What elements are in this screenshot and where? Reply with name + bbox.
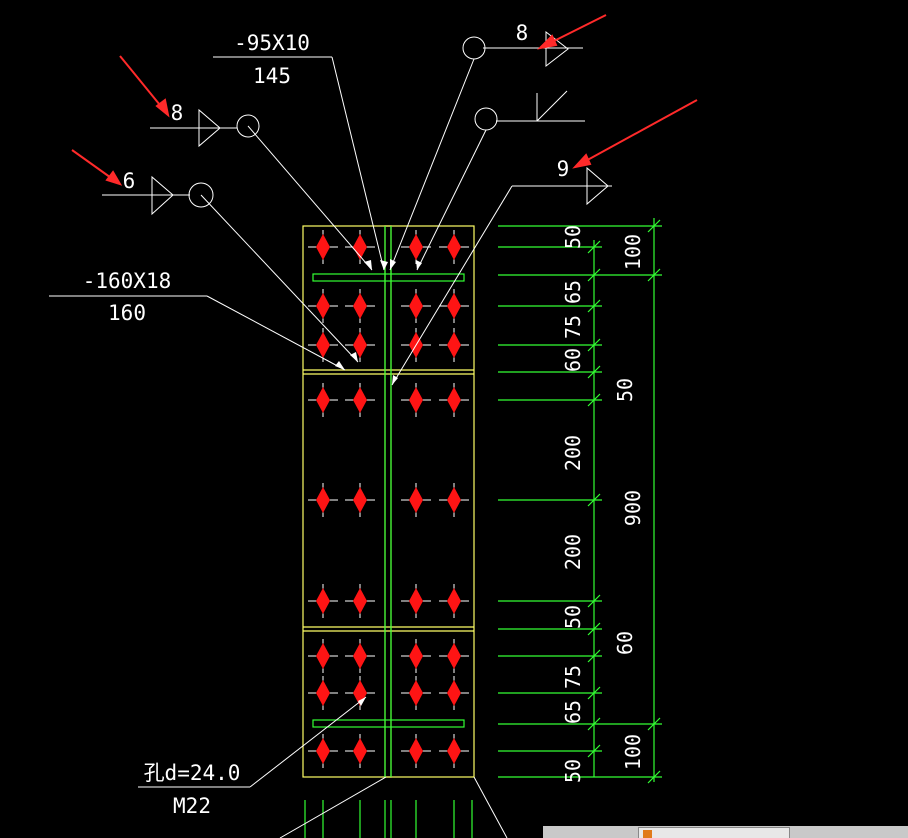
bolt-icon (447, 588, 461, 614)
bolt-hole-diameter: 孔d=24.0 (144, 761, 241, 785)
plate-160-length: 160 (108, 301, 146, 325)
bolt-icon (447, 332, 461, 358)
bolt-icon (447, 487, 461, 513)
bolt-icon (353, 293, 367, 319)
taskbar-strip (543, 826, 908, 838)
dim-inner-3: 60 (561, 348, 585, 372)
bolt-icon (353, 643, 367, 669)
bolt-icon (409, 738, 423, 764)
dimension-text-inner: 50 65 75 60 200 200 50 75 65 50 (561, 225, 585, 783)
bolt-icon (316, 680, 330, 706)
dim-middle-0: 100 (621, 234, 645, 270)
bolt-icon (447, 293, 461, 319)
bolt-icon (316, 643, 330, 669)
leader-arrowheads (335, 259, 422, 706)
bolt-icon (409, 234, 423, 260)
bolt-icon (316, 738, 330, 764)
leader-lines (49, 36, 612, 838)
dim-inner-0: 50 (561, 225, 585, 249)
bolt-icon (353, 738, 367, 764)
bolt-icon (316, 487, 330, 513)
dimension-text-middle: 100 50 900 60 100 (613, 234, 645, 770)
plate-160-spec: -160X18 (83, 269, 172, 293)
dim-inner-1: 65 (561, 280, 585, 304)
bolt-icon (447, 738, 461, 764)
bolt-icon (447, 680, 461, 706)
bolt-icon (316, 234, 330, 260)
bolt-icon (316, 293, 330, 319)
dim-inner-9: 50 (561, 759, 585, 783)
plate-95-length: 145 (253, 64, 291, 88)
dim-inner-2: 75 (561, 315, 585, 339)
weld-symbol-icon (151, 30, 609, 216)
bolt-icon (353, 234, 367, 260)
bolt-icon (353, 332, 367, 358)
bolt-size: M22 (173, 794, 211, 818)
taskbar-tab[interactable] (638, 827, 790, 838)
weld-size-right: 9 (557, 157, 570, 181)
bolt-icon (353, 387, 367, 413)
dim-inner-5: 200 (561, 534, 585, 570)
bolt-icon (447, 387, 461, 413)
dim-middle-3: 60 (613, 631, 637, 655)
bolt-icon (409, 643, 423, 669)
dim-inner-7: 75 (561, 665, 585, 689)
bolt-centerlines (308, 230, 469, 768)
bolt-icon (409, 588, 423, 614)
weld-size-left-upper: 8 (171, 101, 184, 125)
app-icon (643, 830, 652, 838)
web-plate (312, 226, 465, 777)
dim-inner-8: 65 (561, 700, 585, 724)
red-arrow-icon (71, 14, 698, 186)
dim-inner-4: 200 (561, 435, 585, 471)
dim-middle-4: 100 (621, 734, 645, 770)
weld-size-top: 8 (516, 21, 529, 45)
plate-95-spec: -95X10 (234, 31, 310, 55)
bolt-icon (409, 293, 423, 319)
dim-middle-1: 50 (613, 378, 637, 402)
dim-inner-6: 50 (561, 605, 585, 629)
annotation-labels: -95X10 145 8 8 6 9 -160X18 160 孔d=24.0 M… (83, 21, 570, 818)
bolt-icon (353, 588, 367, 614)
dim-middle-2: 900 (621, 490, 645, 526)
bolt-icon (447, 234, 461, 260)
dimension-lines (304, 218, 662, 838)
bolt-icon (409, 487, 423, 513)
weld-size-left-lower: 6 (123, 169, 136, 193)
bolt-icon (409, 680, 423, 706)
bolt-icon (409, 387, 423, 413)
bolt-icon (316, 387, 330, 413)
bolt-icon (447, 643, 461, 669)
bolt-group (316, 234, 461, 764)
bolt-icon (353, 487, 367, 513)
bolt-icon (316, 588, 330, 614)
bolt-icon (316, 332, 330, 358)
